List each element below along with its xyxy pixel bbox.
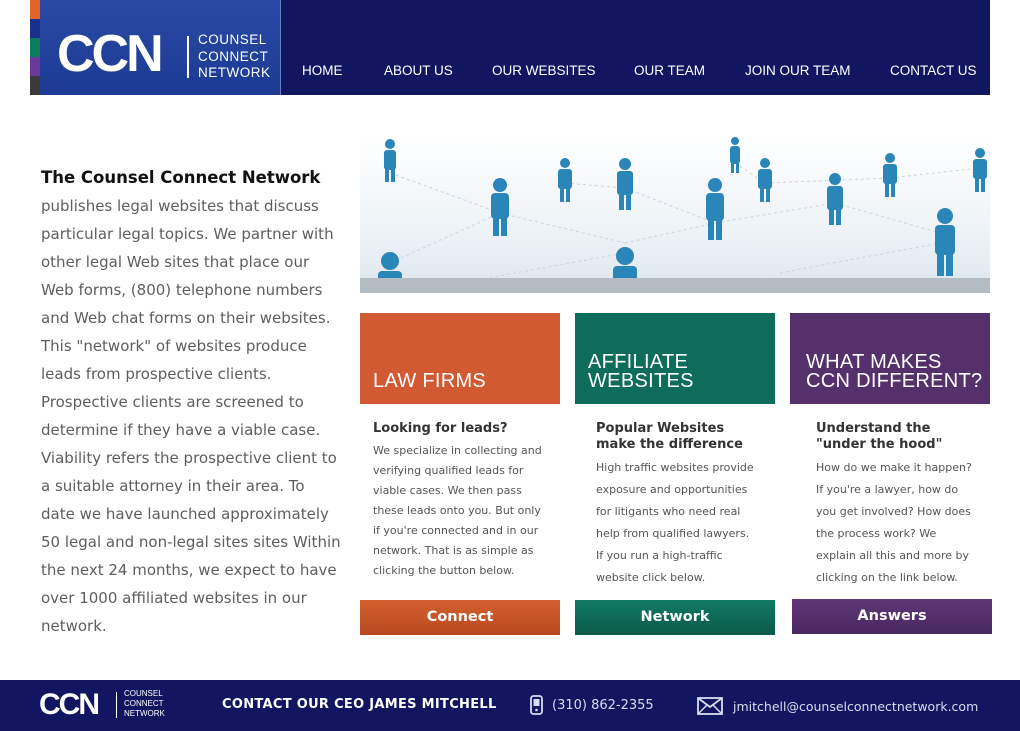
- site-header: CCN COUNSEL CONNECT NETWORK HOME ABOUT U…: [30, 0, 990, 95]
- network-banner-image: [360, 133, 990, 293]
- ccn-different-subheading: Understand the "under the hood": [816, 421, 942, 453]
- intro-body: publishes legal websites that discuss pa…: [41, 197, 341, 635]
- heading-line: WEBSITES: [588, 370, 694, 392]
- nav-contact-us[interactable]: CONTACT US: [890, 63, 977, 78]
- body-line: website click below.: [596, 571, 706, 584]
- logo-wordmark: COUNSEL CONNECT NETWORK: [198, 32, 271, 82]
- nav-about-us[interactable]: ABOUT US: [384, 63, 453, 78]
- subheading-line: Looking for leads?: [373, 421, 508, 436]
- subheading-line: "under the hood": [816, 437, 943, 452]
- footer-logo-wordmark: COUNSEL CONNECT NETWORK: [124, 689, 165, 719]
- ccn-different-body: How do we make it happen? If you're a la…: [816, 457, 972, 589]
- body-line: exposure and opportunities: [596, 483, 748, 496]
- law-firms-header: LAW FIRMS: [360, 313, 560, 404]
- network-people-illustration: [378, 137, 987, 293]
- nav-join-our-team[interactable]: JOIN OUR TEAM: [745, 63, 851, 78]
- body-line: We specialize in collecting and: [373, 444, 542, 457]
- body-line: for litigants who need real: [596, 505, 741, 518]
- subheading-line: Understand the: [816, 421, 931, 436]
- logo-mark: CCN: [57, 25, 164, 83]
- color-strip: [30, 0, 40, 95]
- body-line: clicking the button below.: [373, 564, 515, 577]
- intro-title: The Counsel Connect Network: [41, 168, 321, 187]
- mail-icon: [697, 697, 723, 719]
- connect-button[interactable]: Connect: [360, 600, 560, 635]
- law-firms-subheading: Looking for leads?: [373, 421, 508, 437]
- heading-line: CCN DIFFERENT?: [806, 370, 983, 392]
- body-line: If you run a high-traffic: [596, 549, 723, 562]
- logo-word: NETWORK: [198, 65, 271, 80]
- body-line: verifying qualified leads for: [373, 464, 524, 477]
- body-line: explain all this and more by: [816, 549, 969, 562]
- subheading-line: make the difference: [596, 437, 743, 452]
- banner-base-bar: [360, 278, 990, 293]
- network-button[interactable]: Network: [575, 600, 775, 635]
- intro-text: The Counsel Connect Network publishes le…: [41, 164, 341, 640]
- site-footer: CCN COUNSEL CONNECT NETWORK CONTACT OUR …: [0, 680, 1020, 731]
- body-line: If you're a lawyer, how do: [816, 483, 959, 496]
- ccn-different-column: WHAT MAKES CCN DIFFERENT? Understand the…: [790, 313, 992, 634]
- logo-divider: [187, 36, 189, 78]
- logo-word: CONNECT: [198, 48, 269, 64]
- affiliate-websites-header: AFFILIATE WEBSITES: [575, 313, 775, 404]
- body-line: the process work? We: [816, 527, 937, 540]
- heading-line: WHAT MAKES: [806, 351, 942, 373]
- body-line: viable cases. We then pass: [373, 484, 522, 497]
- logo-word: COUNSEL: [198, 32, 267, 47]
- law-firms-heading: LAW FIRMS: [373, 370, 487, 392]
- answers-button[interactable]: Answers: [792, 599, 992, 634]
- affiliate-websites-subheading: Popular Websites make the difference: [596, 421, 743, 453]
- footer-logo-divider: [116, 692, 117, 718]
- affiliate-websites-column: AFFILIATE WEBSITES Popular Websites make…: [575, 313, 775, 635]
- subheading-line: Popular Websites: [596, 421, 725, 436]
- nav-home[interactable]: HOME: [302, 63, 343, 78]
- email-link[interactable]: jmitchell@counselconnectnetwork.com: [733, 699, 979, 714]
- phone-link[interactable]: (310) 862-2355: [552, 698, 654, 713]
- law-firms-column: LAW FIRMS Looking for leads? We speciali…: [360, 313, 560, 635]
- nav-our-websites[interactable]: OUR WEBSITES: [492, 63, 596, 78]
- logo-word: COUNSEL: [124, 689, 163, 698]
- logo-word: CONNECT: [124, 699, 164, 708]
- nav-our-team[interactable]: OUR TEAM: [634, 63, 706, 78]
- affiliate-websites-body: High traffic websites provide exposure a…: [596, 457, 754, 589]
- body-line: High traffic websites provide: [596, 461, 754, 474]
- contact-ceo-label: CONTACT OUR CEO JAMES MITCHELL: [222, 697, 497, 712]
- body-line: these leads onto you. But only: [373, 504, 541, 517]
- phone-icon: [530, 695, 543, 719]
- heading-line: AFFILIATE: [588, 351, 689, 373]
- logo-word: NETWORK: [124, 709, 165, 718]
- law-firms-body: We specialize in collecting and verifyin…: [373, 441, 542, 581]
- footer-logo-mark[interactable]: CCN: [39, 688, 100, 721]
- body-line: you get involved? How does: [816, 505, 971, 518]
- body-line: help from qualified lawyers.: [596, 527, 750, 540]
- affiliate-websites-heading: AFFILIATE WEBSITES: [588, 351, 694, 392]
- body-line: How do we make it happen?: [816, 461, 972, 474]
- body-line: if you're connected and in our: [373, 524, 539, 537]
- ccn-different-heading: WHAT MAKES CCN DIFFERENT?: [806, 351, 983, 392]
- body-line: network. That is as simple as: [373, 544, 534, 557]
- ccn-different-header: WHAT MAKES CCN DIFFERENT?: [790, 313, 990, 404]
- site-logo[interactable]: CCN COUNSEL CONNECT NETWORK: [40, 0, 281, 95]
- body-line: clicking on the link below.: [816, 571, 958, 584]
- heading-line: LAW FIRMS: [373, 370, 487, 392]
